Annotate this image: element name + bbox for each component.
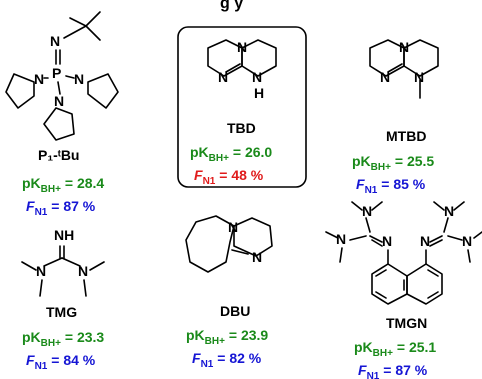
label-tmg: TMG bbox=[46, 304, 77, 320]
label-mtbd: MTBD bbox=[386, 128, 426, 144]
fn-tmg: FN1 = 84 % bbox=[26, 352, 96, 372]
fn-dbu: FN1 = 82 % bbox=[192, 350, 262, 370]
atom-n-r2: N bbox=[462, 233, 472, 249]
label-p1tbu: P₁-ᵗBu bbox=[38, 147, 80, 163]
atom-n-right: N bbox=[74, 71, 84, 87]
pk-dbu: pKBH+ = 23.9 bbox=[186, 327, 268, 347]
atom-nh: NH bbox=[54, 227, 74, 243]
atom-n-left: N bbox=[36, 263, 46, 279]
atom-p: P bbox=[52, 65, 61, 81]
atom-n-bridge: N bbox=[399, 39, 409, 55]
fn-tmgn: FN1 = 87 % bbox=[358, 362, 428, 379]
structure-tmgn: N N N N N N bbox=[325, 201, 482, 305]
atom-n-r1: N bbox=[444, 203, 454, 219]
atom-n-l1: N bbox=[362, 203, 372, 219]
structure-dbu: N N bbox=[185, 215, 273, 273]
atom-n-right: N bbox=[78, 263, 88, 279]
header-title: g y bbox=[220, 0, 243, 12]
atom-n-limine: N bbox=[382, 233, 392, 249]
pk-tbd: pKBH+ = 26.0 bbox=[190, 144, 272, 164]
atom-n-methyl: N bbox=[414, 69, 424, 85]
pk-tmg: pKBH+ = 23.3 bbox=[22, 329, 104, 349]
structure-tbd: N N N H bbox=[207, 39, 277, 101]
fn-mtbd: FN1 = 85 % bbox=[356, 176, 426, 196]
atom-n-h: N bbox=[252, 69, 262, 85]
label-tbd: TBD bbox=[227, 120, 256, 136]
pk-mtbd: pKBH+ = 25.5 bbox=[352, 153, 434, 173]
atom-n-l2: N bbox=[336, 231, 346, 247]
atom-h: H bbox=[254, 85, 264, 101]
structure-tmg: NH N N bbox=[21, 227, 105, 297]
atom-n-imine: N bbox=[380, 69, 390, 85]
atom-n-rimine: N bbox=[420, 233, 430, 249]
atom-n-imine: N bbox=[252, 249, 262, 265]
highlight-box-tbd bbox=[177, 26, 307, 188]
atom-n-left: N bbox=[34, 71, 44, 87]
label-dbu: DBU bbox=[220, 303, 250, 319]
fn-p1tbu: FN1 = 87 % bbox=[26, 198, 96, 218]
pk-tmgn: pKBH+ = 25.1 bbox=[354, 339, 436, 359]
fn-tbd: FN1 = 48 % bbox=[194, 167, 264, 187]
atom-n-imine: N bbox=[218, 69, 228, 85]
atom-n-bridge: N bbox=[228, 219, 238, 235]
label-tmgn: TMGN bbox=[386, 315, 427, 331]
structure-mtbd: N N N bbox=[369, 39, 439, 99]
atom-n-bottom: N bbox=[54, 93, 64, 109]
pk-p1tbu: pKBH+ = 28.4 bbox=[22, 175, 104, 195]
atom-n-bridge: N bbox=[237, 39, 247, 55]
structure-p1tbu: N P N N N bbox=[5, 11, 119, 141]
atom-n-imine: N bbox=[50, 33, 60, 49]
